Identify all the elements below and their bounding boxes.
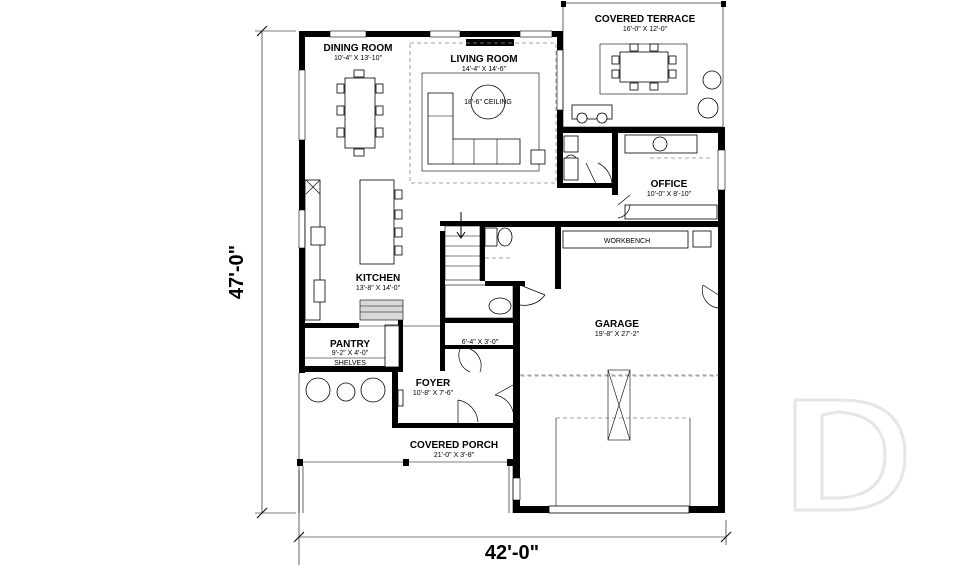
pantry-size: 9'-2" X 4'-0" xyxy=(332,350,369,357)
kitchen-name: KITCHEN xyxy=(356,273,400,284)
doors xyxy=(397,162,721,423)
room-labels: DINING ROOM 10'-4" X 13'-10" LIVING ROOM… xyxy=(324,14,696,459)
overall-width-dimension: 42'-0" xyxy=(485,542,539,564)
living-room-name: LIVING ROOM xyxy=(450,54,517,65)
covered-porch-size: 21'-0" X 3'-8" xyxy=(434,452,475,459)
garage-name: GARAGE xyxy=(595,319,639,330)
overall-depth-dimension: 47'-0" xyxy=(226,245,248,299)
kitchen-size: 13'-8" X 14'-0" xyxy=(356,285,401,292)
living-room-ceiling-note: 18'-6" CEILING xyxy=(464,99,512,106)
closet-size: 6'-4" X 3'-0" xyxy=(462,339,499,346)
office-name: OFFICE xyxy=(651,179,688,190)
outdoor-areas xyxy=(298,2,724,513)
foyer-size: 10'-8" X 7'-6" xyxy=(413,390,454,397)
dining-room-name: DINING ROOM xyxy=(324,43,393,54)
pantry-name: PANTRY xyxy=(330,339,370,350)
dining-room-size: 10'-4" X 13'-10" xyxy=(334,55,383,62)
watermark-logo xyxy=(793,398,907,512)
walls xyxy=(297,1,726,514)
workbench-label: WORKBENCH xyxy=(604,238,650,245)
foyer-name: FOYER xyxy=(416,378,451,389)
living-room-size: 14'-4" X 14'-6" xyxy=(462,66,507,73)
furniture xyxy=(304,42,722,506)
covered-terrace-size: 16'-0" X 12'-0" xyxy=(623,26,668,33)
office-size: 10'-0" X 8'-10" xyxy=(647,191,692,198)
covered-porch-name: COVERED PORCH xyxy=(410,440,498,451)
covered-terrace-name: COVERED TERRACE xyxy=(595,14,696,25)
garage-size: 19'-8" X 27'-2" xyxy=(595,331,640,338)
pantry-shelves-note: SHELVES xyxy=(334,360,366,367)
